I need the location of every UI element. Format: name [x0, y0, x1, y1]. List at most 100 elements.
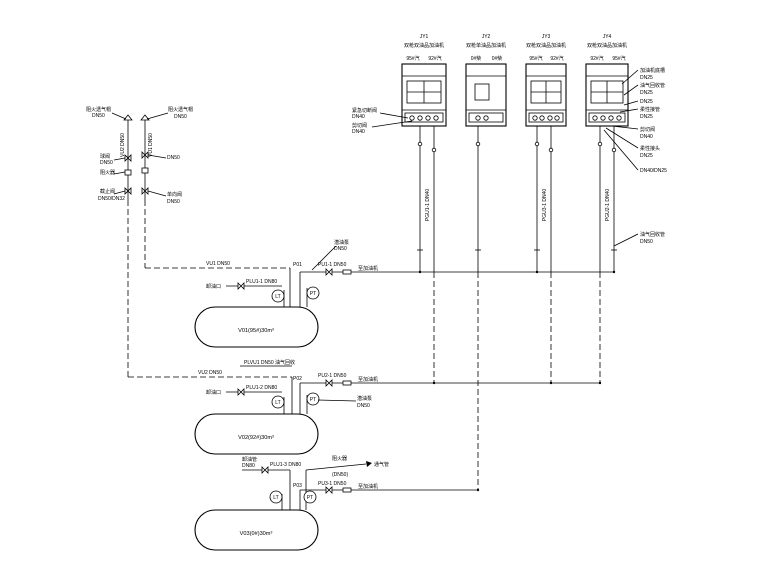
unload-port-label: 卸油口	[206, 283, 221, 290]
nozzle-connection	[554, 115, 560, 121]
callout-leader	[379, 112, 409, 119]
callout-label: 加油机底槽	[640, 67, 665, 74]
callout-label: 剪切阀	[352, 122, 367, 129]
header-valve	[325, 268, 333, 276]
vent-check-label: 单向阀	[167, 191, 182, 198]
pump-tag: P02	[293, 376, 302, 382]
junction-dot	[476, 488, 480, 492]
dispenser-base	[588, 112, 626, 123]
gauge-tag: PT	[310, 397, 316, 403]
callout-label: DN40/DN25	[640, 168, 667, 174]
unload-valve	[261, 466, 269, 474]
callout-label: 油气回收管	[640, 82, 665, 89]
callout-leader	[603, 129, 639, 171]
level-gauge	[271, 395, 285, 409]
check-valve	[141, 187, 149, 195]
vent-riser-label: VU2 DN50	[120, 133, 126, 157]
pressure-gauge	[306, 286, 320, 300]
arrestor-label: 阻火器	[332, 455, 347, 462]
dispenser-1	[401, 63, 447, 127]
callout-label: 紧急切断阀	[352, 107, 377, 114]
unload-port-label: 卸油口	[206, 389, 221, 396]
callout-leader	[113, 157, 126, 161]
dispenser-id: JY2	[482, 34, 491, 40]
tank-v02	[194, 365, 357, 455]
header-pipe-label: PU2-1 DN50	[318, 373, 347, 379]
emergency-valve	[548, 147, 554, 153]
header-pipe-label: PU3-1 DN50	[318, 481, 347, 487]
nozzle-connection	[547, 115, 553, 121]
unload-pipe-label: PLU1-3 DN80	[270, 462, 301, 468]
vent-cap	[140, 114, 150, 121]
callout-leader	[147, 154, 167, 159]
callout-label: 油气回收管	[640, 231, 665, 238]
vent-arrow	[366, 461, 372, 467]
emergency-valve	[597, 141, 603, 147]
pump-tag: P01	[293, 262, 302, 268]
vent-cap	[123, 114, 133, 121]
dispenser-base	[468, 112, 504, 123]
header-filter	[342, 380, 352, 386]
dispenser-name: 双枪双油品加油机	[404, 42, 444, 49]
vent-stop-label: 截止阀	[100, 188, 115, 195]
level-gauge	[271, 289, 285, 303]
drop-line-fittings	[417, 141, 617, 251]
vent-stack	[111, 112, 292, 378]
ball-valve	[124, 154, 132, 162]
callout-label: 剪切阀	[640, 126, 655, 133]
callout-leader	[111, 112, 127, 120]
level-gauge	[269, 490, 283, 504]
vent-cap-label: 阻火透气帽	[168, 106, 193, 113]
dispenser-4	[585, 63, 629, 127]
dispenser-name: 双枪双油品加油机	[587, 42, 627, 49]
nozzle-connection	[616, 115, 622, 121]
pump-note: 潜油泵	[357, 395, 372, 402]
vent-arrestor-label: 阻火器	[100, 169, 115, 176]
stop-valve	[124, 187, 132, 195]
emergency-valve	[475, 141, 481, 147]
dispenser-gun-label: 95#汽	[612, 55, 625, 62]
dispenser-gun-label: 0#柴	[492, 55, 503, 62]
dispenser-id: JY4	[603, 34, 612, 40]
junction-dot	[549, 381, 553, 385]
pump-note-size: DN50	[334, 246, 347, 252]
gauge-tag: LT	[275, 400, 280, 406]
vent-valve-size: DN50	[100, 160, 113, 166]
header-destination: 至加油机	[358, 376, 378, 383]
vent-line-v03	[305, 463, 367, 471]
emergency-valve	[417, 141, 423, 147]
unload-valve	[237, 388, 245, 396]
dispenser-gun-label: 92#汽	[550, 55, 563, 62]
callout-leader	[611, 125, 639, 130]
callout-leader	[371, 120, 413, 128]
header-destination: 至加油机	[358, 483, 378, 490]
nozzle-connection	[409, 115, 415, 121]
junction-dot	[432, 381, 436, 385]
callout-leader	[147, 190, 167, 197]
callout-label: DN40	[352, 114, 365, 120]
vent-pipe-label: 通气管	[374, 461, 389, 468]
dispenser-base	[528, 112, 564, 123]
dispenser-pipe-label: PGU3-1 DN40	[542, 189, 548, 221]
callout-label: DN25	[640, 114, 653, 120]
callout-leader	[113, 171, 126, 175]
dispenser-base	[404, 112, 444, 123]
vapor-line-label: PLVU1 DN50 油气回收	[244, 359, 295, 366]
nozzle-connection	[475, 115, 481, 121]
gauge-tag: PT	[307, 495, 313, 501]
vent-cap-size: DN50	[174, 114, 187, 120]
callout-leader	[623, 100, 639, 106]
header-valve	[325, 379, 333, 387]
nozzle-connection	[425, 115, 431, 121]
dispenser-pipe-label: PGU1-1 DN40	[425, 189, 431, 221]
pump-note-size: DN50	[357, 403, 370, 409]
dispenser-gun-label: 95#汽	[529, 55, 542, 62]
dispenser-id: JY3	[542, 34, 551, 40]
dispenser-gun-label: 95#汽	[406, 55, 419, 62]
vent-check-size: DN50	[167, 199, 180, 205]
emergency-valve	[611, 147, 617, 153]
nozzle-connection	[532, 115, 538, 121]
unload-pipe-name: 卸油管	[242, 456, 257, 463]
unload-pipe-label: PLU1-1 DN80	[246, 279, 277, 285]
dispenser-name: 双枪单油品加油机	[466, 42, 506, 49]
